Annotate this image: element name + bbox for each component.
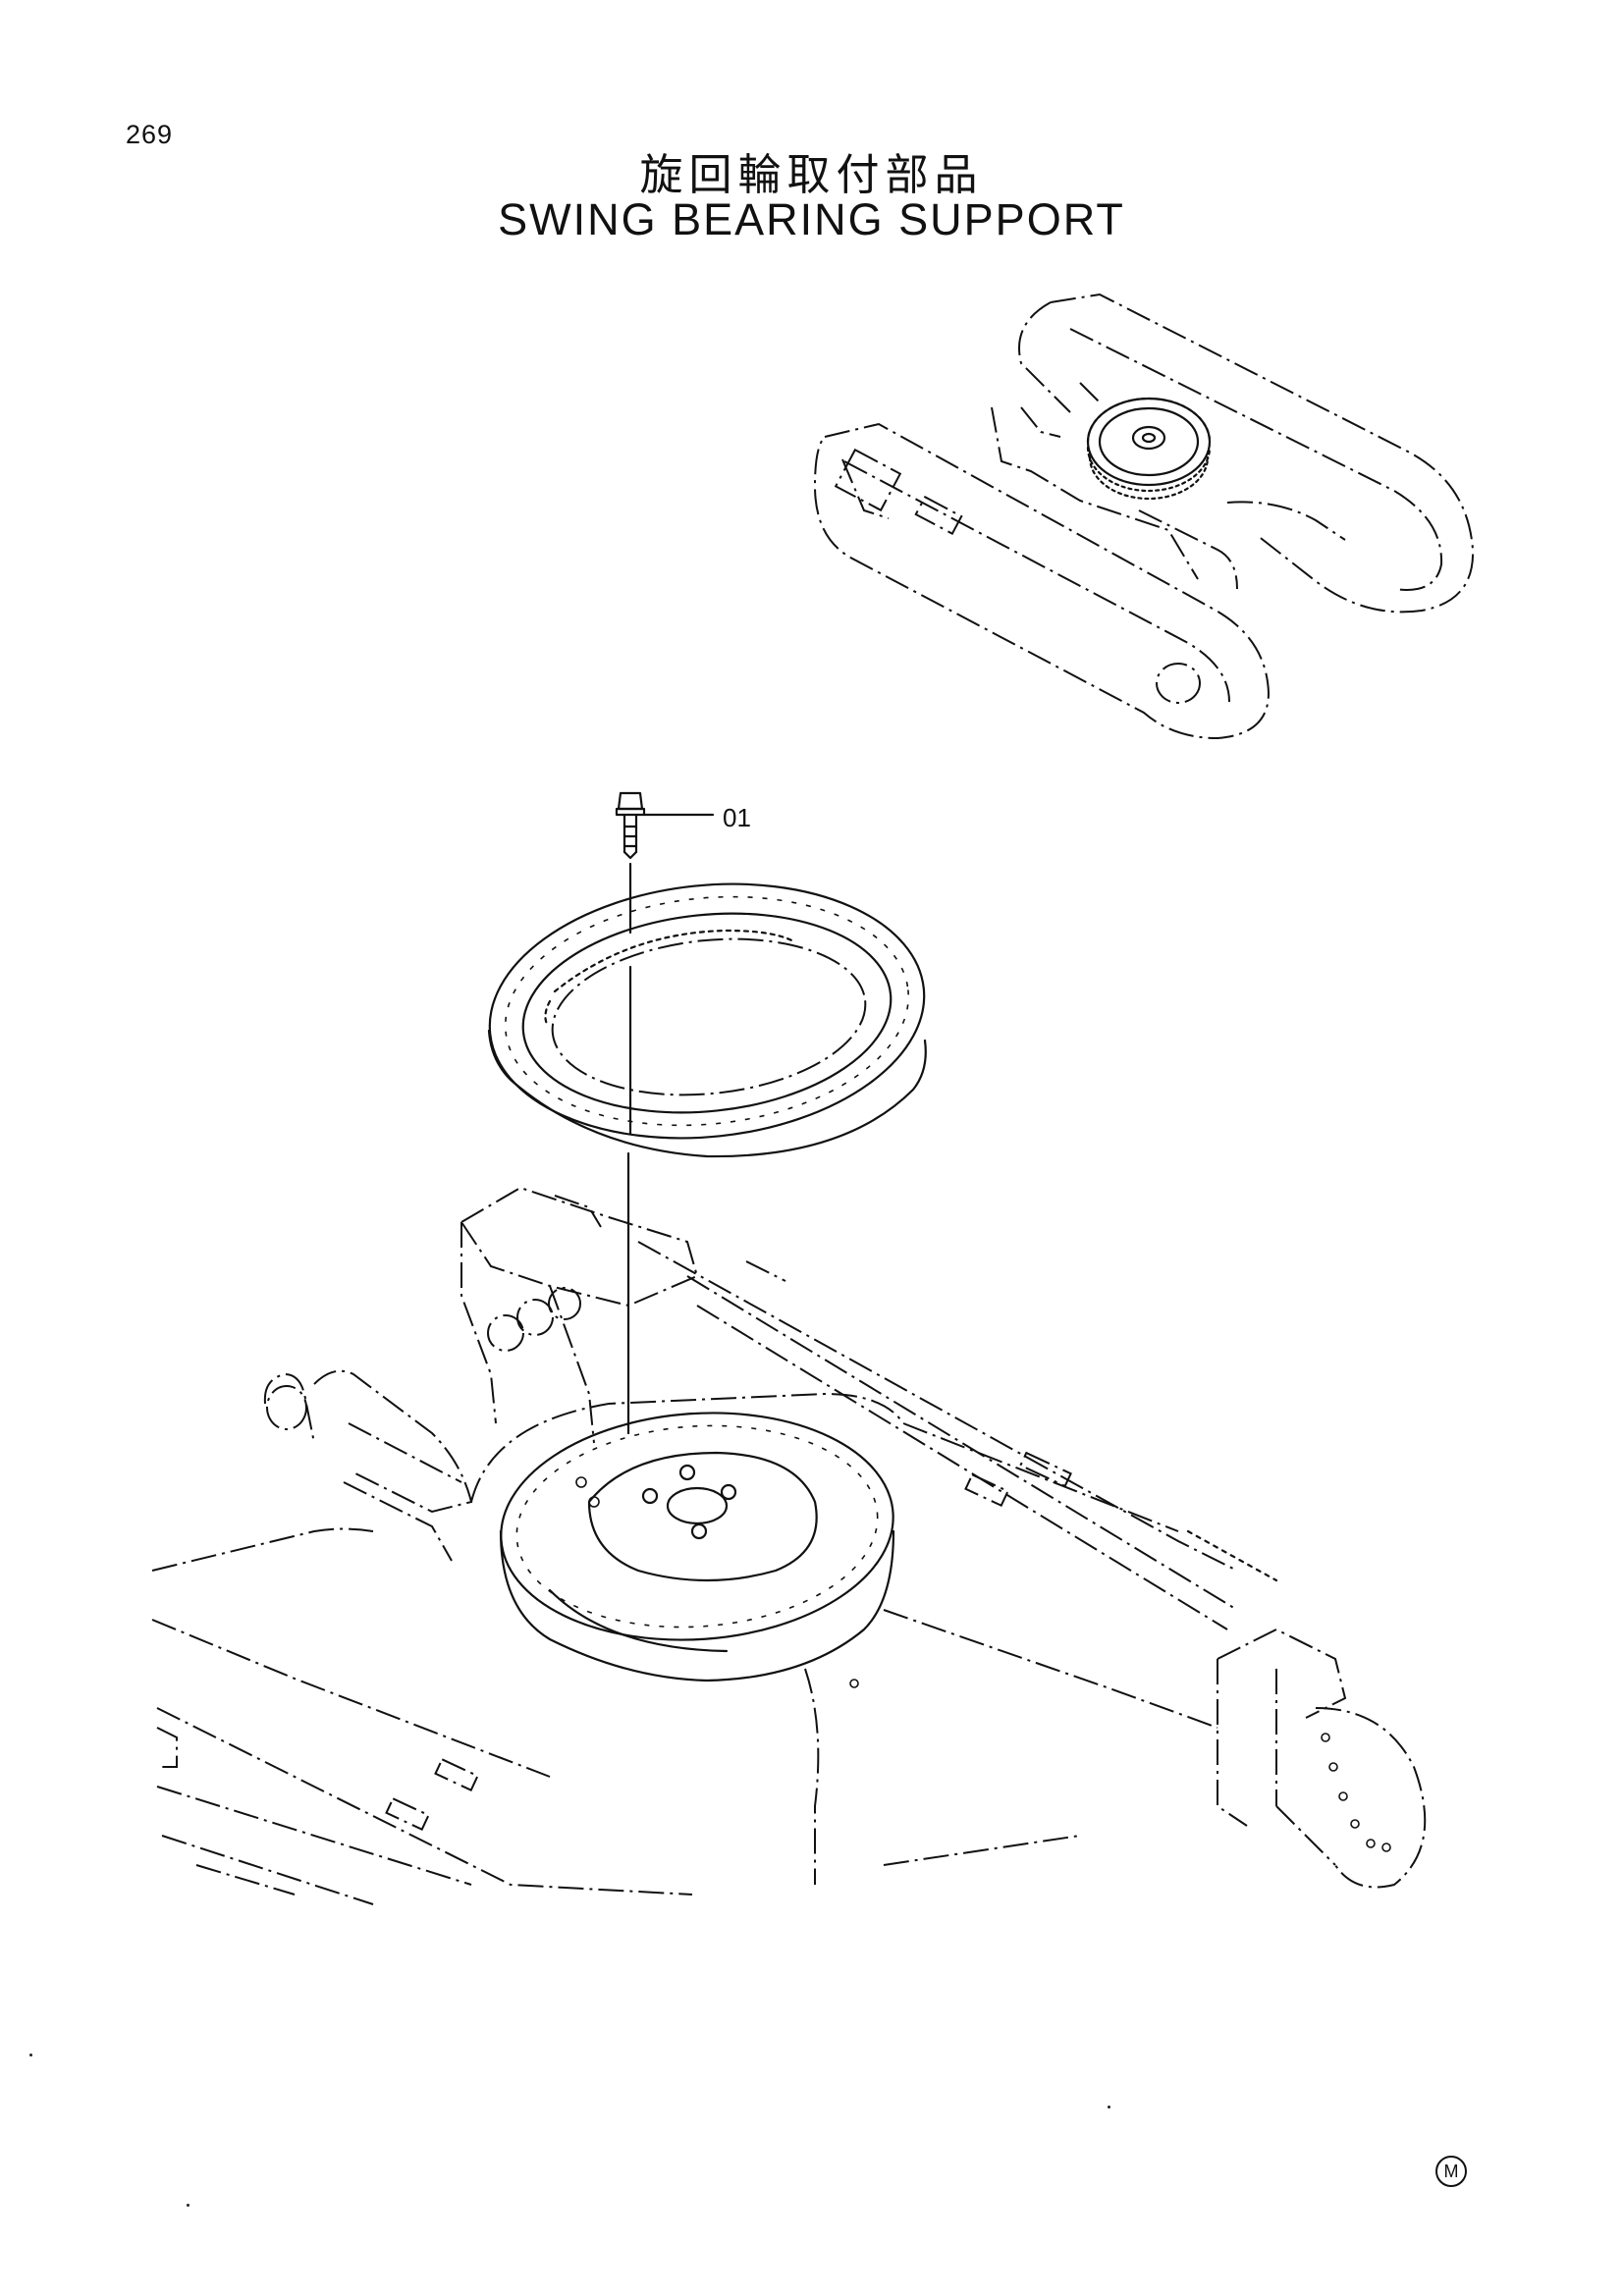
swing-bearing-ring <box>487 882 927 1158</box>
gear-teeth <box>1086 397 1212 501</box>
upper-frame-illustration <box>151 1186 1427 1905</box>
page-title: SWING BEARING SUPPORT <box>498 194 1125 244</box>
scan-speck <box>187 2204 189 2207</box>
undercarriage-illustration <box>813 293 1475 740</box>
page-title-japanese: 旋回輪取付部品 <box>639 150 984 200</box>
callout-label: 01 <box>723 803 751 832</box>
circled-letter-icon: M <box>1435 2156 1467 2187</box>
scan-speck <box>29 2054 32 2056</box>
bolt-part <box>615 791 715 1435</box>
page-number: 269 <box>126 120 174 149</box>
scan-speck <box>1108 2106 1110 2109</box>
